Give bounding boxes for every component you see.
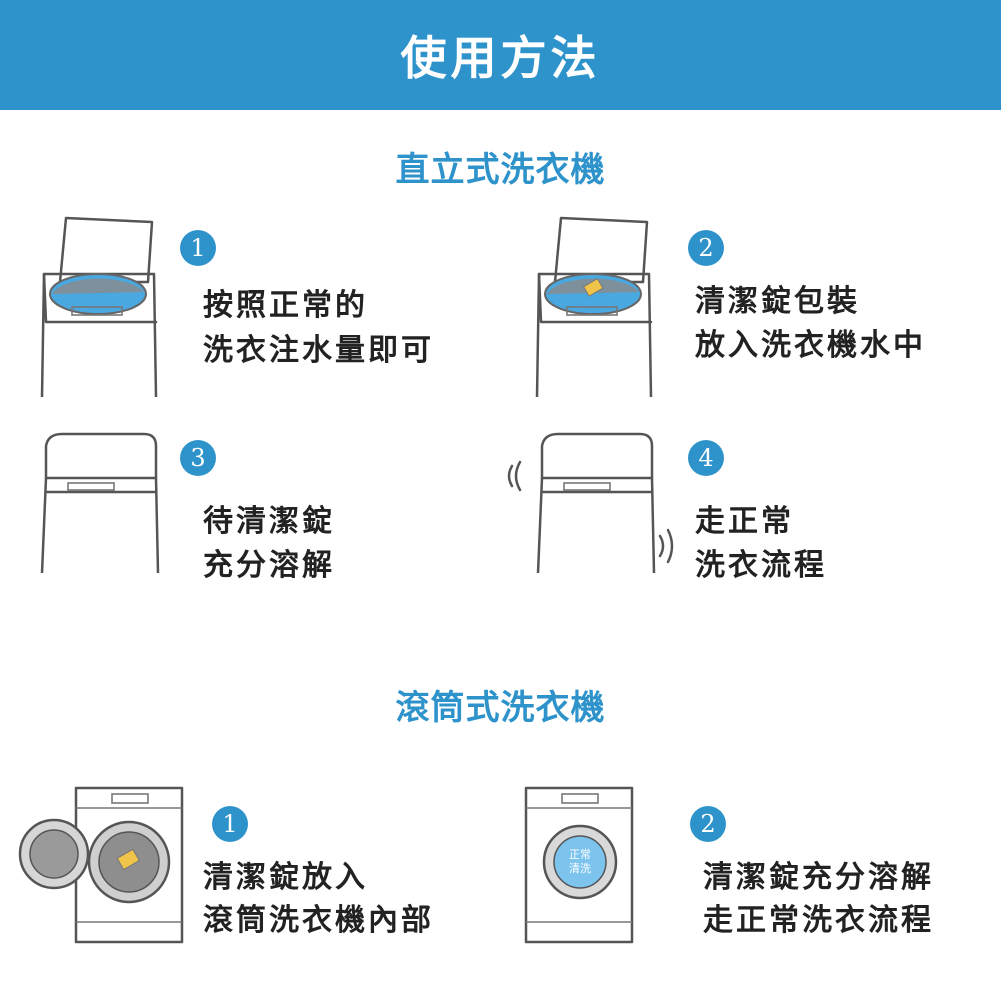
front-loader-section-title: 滾筒式洗衣機: [395, 688, 606, 728]
step-text-line: 洗衣流程: [695, 548, 827, 583]
step-text-line: 清潔錠包裝: [695, 284, 860, 319]
step-number-badge: 3: [180, 440, 216, 476]
step-text-line: 清潔錠放入: [203, 860, 368, 895]
step-number-badge: 1: [180, 230, 216, 266]
page-title: 使用方法: [400, 31, 601, 85]
step-number-badge: 1: [212, 806, 248, 842]
step-number-badge: 4: [688, 440, 724, 476]
vibration-icon: [507, 464, 514, 488]
tablet-icon: [582, 277, 604, 297]
step-text-line: 走正常: [695, 504, 794, 539]
step-text-line: 走正常洗衣流程: [703, 903, 934, 938]
top-loader-tablet-drop-illustration: [527, 212, 662, 401]
step-text-line: 放入洗衣機水中: [695, 328, 926, 363]
tablet-icon: [116, 848, 140, 871]
step-text-line: 洗衣注水量即可: [203, 333, 434, 368]
front-loader-open-door-illustration: [16, 786, 186, 950]
step-number-badge: 2: [688, 230, 724, 266]
door-label-line: 正常: [569, 848, 591, 861]
top-loader-open-with-water-illustration: [32, 212, 167, 401]
top-loader-section-title: 直立式洗衣機: [395, 150, 606, 190]
step-text-line: 按照正常的: [203, 288, 368, 323]
header-banner: 使用方法: [0, 0, 1001, 110]
door-label-line: 清洗: [569, 862, 591, 875]
top-loader-washing-illustration: [498, 428, 678, 577]
top-loader-closed-illustration: [32, 428, 167, 577]
step-text-line: 待清潔錠: [203, 504, 335, 539]
step-number-badge: 2: [690, 806, 726, 842]
vibration-icon: [658, 534, 665, 558]
step-text-line: 滾筒洗衣機內部: [203, 903, 434, 938]
step-text-line: 清潔錠充分溶解: [703, 860, 934, 895]
step-text-line: 充分溶解: [203, 548, 335, 583]
front-loader-closed-door-illustration: 正常 清洗: [524, 786, 636, 950]
